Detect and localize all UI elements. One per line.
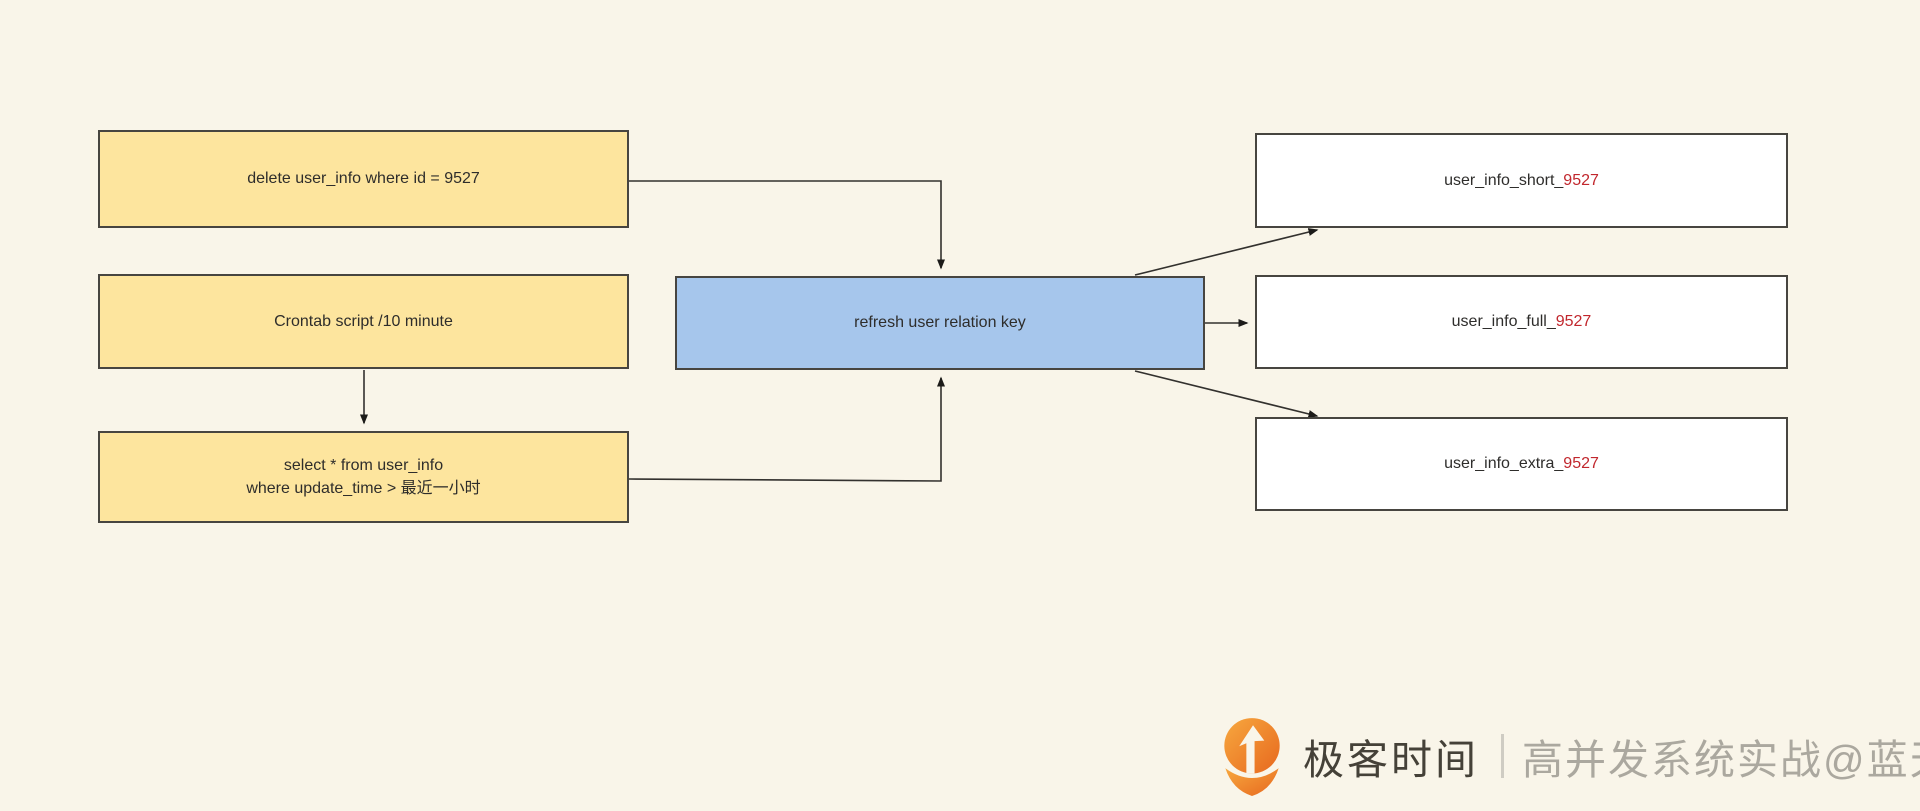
separator-bar: [1501, 734, 1504, 778]
node-label: user_info_full_9527: [1452, 310, 1592, 333]
node-select-user-info: select * from user_info where update_tim…: [98, 431, 629, 523]
node-label: select * from user_info: [283, 456, 444, 474]
cache-key-prefix: user_info_full_: [1451, 313, 1556, 331]
node-label: refresh user relation key: [854, 314, 1026, 332]
geektime-logo-icon: [1224, 718, 1280, 796]
cache-key-id: 9527: [1563, 171, 1599, 189]
node-crontab-script: Crontab script /10 minute: [98, 274, 629, 369]
cache-key-id: 9527: [1563, 455, 1599, 473]
node-label: Crontab script /10 minute: [274, 312, 453, 330]
connector-select-to-refresh: [628, 376, 945, 482]
node-user-info-extra: user_info_extra_9527: [1255, 417, 1788, 511]
connector-refresh-to-extra: [1134, 370, 1319, 418]
cache-key-prefix: user_info_extra_: [1444, 455, 1564, 473]
node-user-info-full: user_info_full_9527: [1255, 275, 1788, 369]
credit-text: 高并发系统实战@蓝天: [1522, 737, 1920, 783]
node-refresh-relation-key: refresh user relation key: [675, 276, 1205, 370]
cache-key-prefix: user_info_short_: [1444, 171, 1564, 189]
node-label: where update_time > 最近一小时: [246, 480, 481, 497]
cache-key-id: 9527: [1555, 313, 1592, 331]
brand-text: 极客时间: [1303, 737, 1479, 783]
node-delete-user-info: delete user_info where id = 9527: [98, 130, 629, 228]
node-user-info-short: user_info_short_9527: [1255, 133, 1788, 228]
node-label: user_info_short_9527: [1444, 169, 1599, 192]
connector-refresh-to-short: [1134, 228, 1319, 276]
footer-watermark: 极客时间 高并发系统实战@蓝天: [1216, 712, 1920, 800]
connector-delete-to-refresh: [629, 180, 945, 270]
node-label: delete user_info where id = 9527: [247, 170, 480, 188]
node-label: user_info_extra_9527: [1444, 452, 1599, 475]
